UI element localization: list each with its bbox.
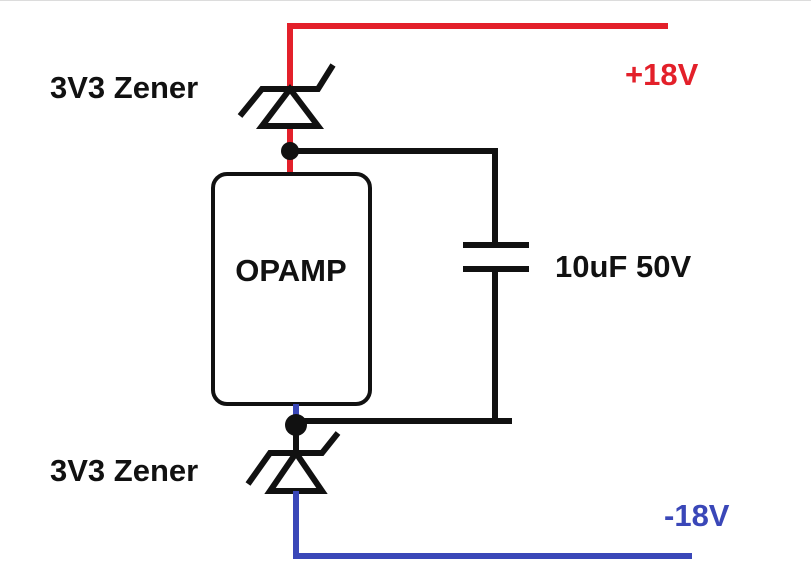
zener-top-label: 3V3 Zener (50, 70, 198, 105)
zener-diode-bottom (245, 431, 341, 494)
opamp-box (211, 172, 372, 406)
capacitor-top-wire (290, 148, 498, 245)
negative-rail-label: -18V (664, 498, 730, 533)
positive-rail-wire (287, 23, 668, 91)
negative-rail-wire (293, 491, 692, 559)
positive-rail-label: +18V (625, 57, 699, 92)
bottom-junction-node (285, 414, 307, 436)
capacitor-label: 10uF 50V (555, 249, 691, 284)
zener-diode-top (237, 63, 336, 129)
opamp-label: OPAMP (235, 253, 346, 288)
zener-bottom-label: 3V3 Zener (50, 453, 198, 488)
